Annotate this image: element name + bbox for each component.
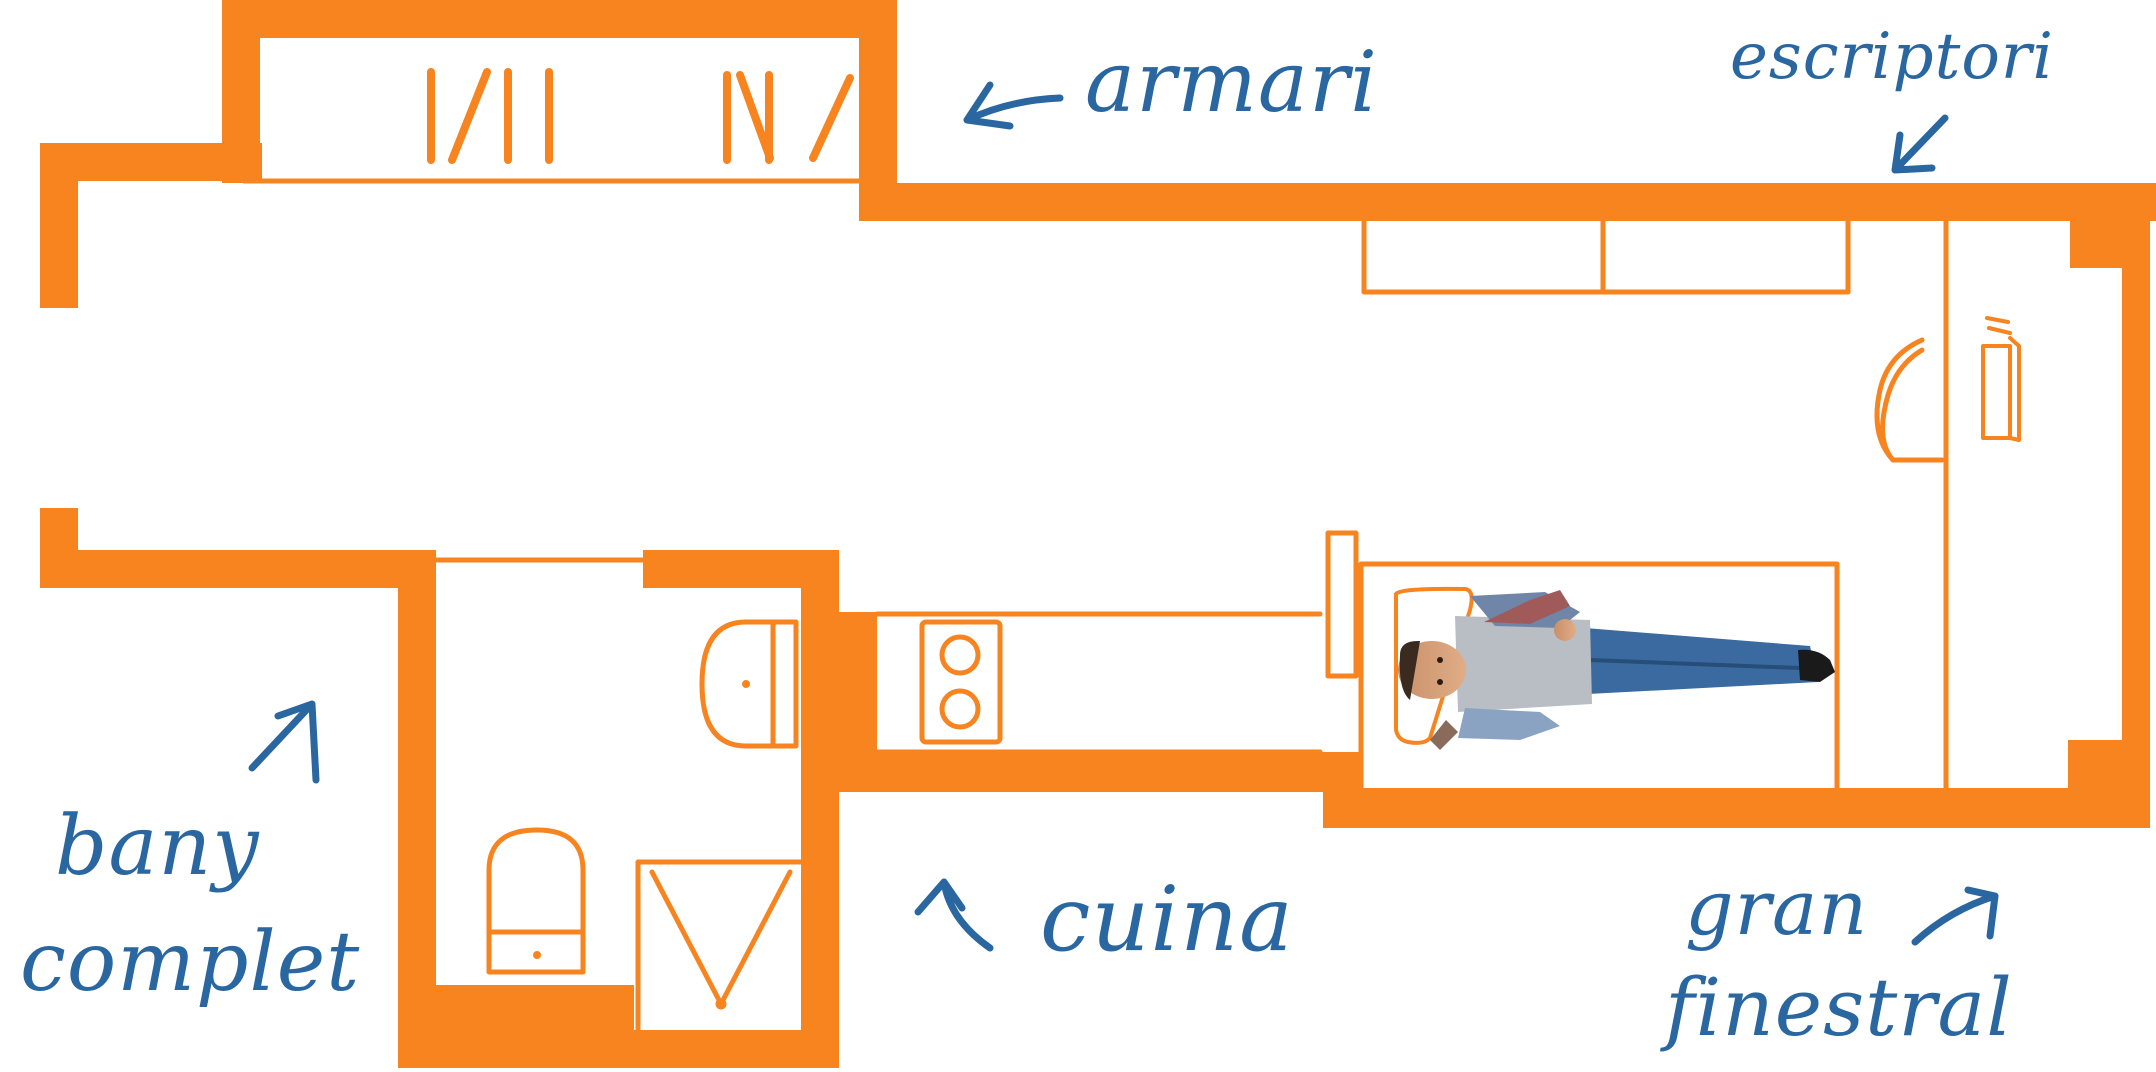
stove-burner-bottom: [939, 688, 981, 730]
wall-bathroom-bottom: [398, 1030, 839, 1068]
sink-icon: [699, 619, 799, 749]
toilet-icon: [486, 827, 586, 975]
label-bathroom-line2: complet: [20, 915, 361, 1010]
annotations-arrows: [248, 81, 1999, 952]
chair-icon: [1874, 337, 1945, 463]
toilet-button: [533, 951, 541, 959]
bed-icon: [1358, 561, 1840, 795]
shower-icon: [635, 859, 804, 1033]
wall-top-left-stub: [40, 143, 78, 308]
kitchen-counter: [874, 611, 1323, 755]
wall-kitchen-bottom: [839, 752, 1329, 792]
label-window-line1: gran: [1685, 863, 1869, 952]
wall-bathroom-left: [398, 550, 436, 1068]
arrow-icon: [914, 878, 994, 952]
label-kitchen: cuina: [1040, 867, 1294, 972]
arrow-icon: [1911, 886, 1999, 946]
furniture: [241, 68, 2021, 1033]
arrow-icon: [1891, 114, 1949, 174]
wall-wardrobe-top: [222, 0, 897, 38]
stove-icon: [919, 619, 1003, 745]
wall-bathroom-right: [801, 550, 839, 1068]
label-window-line2: finestral: [1665, 961, 2013, 1054]
wall-bottom-right-corner: [2068, 740, 2150, 828]
wall-top-right-corner: [2070, 183, 2150, 268]
person-figure: [1398, 590, 1835, 750]
monitor-icon: [1981, 316, 2021, 442]
desk-cabinet: [1361, 218, 1851, 295]
label-bathroom-line1: bany: [55, 799, 260, 894]
wall-bathroom-bench: [436, 985, 634, 1030]
label-wardrobe: armari: [1085, 33, 1378, 131]
label-desk: escriptori: [1730, 20, 2054, 94]
headboard: [1325, 530, 1359, 679]
arrow-icon: [963, 81, 1064, 130]
wall-bottom-left: [40, 550, 435, 588]
arrow-icon: [248, 700, 320, 784]
wardrobe-door-marks: [427, 68, 854, 164]
walls: [40, 0, 2156, 1068]
sink-drain: [742, 680, 750, 688]
wall-bottom-long: [1323, 788, 2093, 828]
wall-top-long: [859, 183, 2156, 221]
window-wall: [2122, 255, 2150, 750]
shower-drain: [715, 998, 727, 1010]
stove-burner-top: [939, 634, 981, 676]
